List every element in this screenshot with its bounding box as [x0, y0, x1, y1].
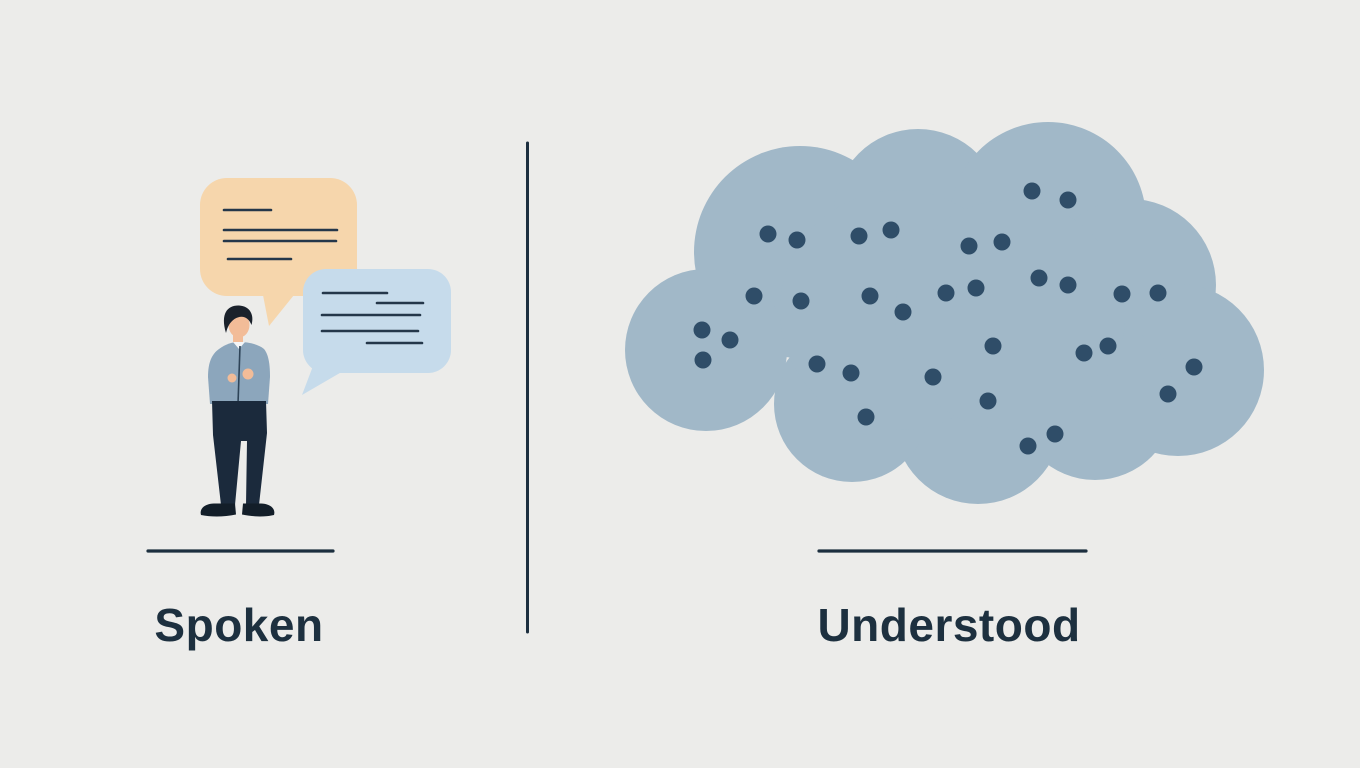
understood-panel: Understood — [625, 122, 1264, 651]
cloud-dots — [693, 182, 1203, 455]
thought-dot — [745, 287, 763, 305]
bubble-orange-lines — [222, 208, 339, 261]
thought-dot — [1099, 337, 1117, 355]
speech-bubble-blue-tail — [302, 366, 345, 395]
thought-dot — [842, 364, 860, 382]
person-pants — [212, 401, 267, 505]
thought-dot — [1019, 437, 1037, 455]
thought-dot — [861, 287, 879, 305]
person-shoe-right — [242, 503, 275, 517]
thought-dot — [1075, 344, 1093, 362]
person-collar — [233, 342, 245, 349]
person-shoe-left — [200, 503, 236, 517]
person-hand-right — [242, 368, 254, 380]
thought-cloud — [625, 122, 1264, 504]
thought-dot — [1023, 182, 1041, 200]
thought-dot — [1113, 285, 1131, 303]
bubble-blue-lines — [320, 291, 425, 345]
person-jacket-seam — [237, 345, 241, 405]
thought-dot — [693, 321, 711, 339]
speech-bubble-blue — [302, 269, 451, 395]
speech-bubble-orange-tail — [262, 290, 298, 326]
spoken-label: Spoken — [154, 599, 323, 651]
spoken-panel: Spoken — [146, 178, 451, 651]
thought-dot — [882, 221, 900, 239]
speech-bubble-orange-body — [200, 178, 357, 296]
thought-dot — [808, 355, 826, 373]
thought-dot — [788, 231, 806, 249]
thought-dot — [694, 351, 712, 369]
thought-dot — [857, 408, 875, 426]
thought-dot — [1059, 191, 1077, 209]
thought-dot — [984, 337, 1002, 355]
speech-bubble-orange — [200, 178, 357, 326]
thought-dot — [979, 392, 997, 410]
cloud-puff — [625, 269, 787, 431]
thought-dot — [1185, 358, 1203, 376]
thought-dot — [759, 225, 777, 243]
person-figure — [200, 305, 275, 517]
thought-dot — [967, 279, 985, 297]
person-hand-left — [227, 373, 237, 383]
thought-dot — [1059, 276, 1077, 294]
thought-dot — [1149, 284, 1167, 302]
thought-dot — [1159, 385, 1177, 403]
thought-dot — [924, 368, 942, 386]
person-hair — [223, 305, 253, 333]
thought-dot — [850, 227, 868, 245]
thought-dot — [937, 284, 955, 302]
thought-dot — [960, 237, 978, 255]
thought-dot — [1046, 425, 1064, 443]
person-neck — [233, 333, 243, 344]
speech-bubble-blue-body — [303, 269, 451, 373]
thought-dot — [993, 233, 1011, 251]
cloud-puff — [895, 200, 1125, 430]
thought-dot — [1030, 269, 1048, 287]
thought-dot — [721, 331, 739, 349]
thought-dot — [792, 292, 810, 310]
thought-dot — [894, 303, 912, 321]
understood-label: Understood — [817, 599, 1080, 651]
